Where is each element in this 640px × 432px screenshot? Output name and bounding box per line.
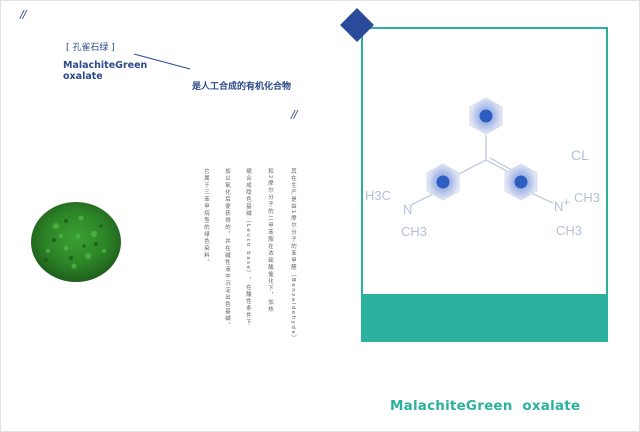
cn-name-label: [ 孔雀石绿 ]: [66, 43, 115, 53]
positive-charge-label: +: [563, 195, 570, 209]
body-text-column: 其在生产是由1摩尔分子的苯甲醛（Benzaldehyde）: [290, 168, 296, 343]
ch3-right-top-label: CH3: [574, 190, 600, 205]
slash-mark: //: [20, 8, 27, 21]
slash-mark: //: [291, 108, 298, 121]
english-name-title: MalachiteGreen oxalate: [63, 60, 148, 82]
amine-n-left-label: N: [403, 202, 412, 217]
ch3-right-bottom-label: CH3: [556, 223, 582, 238]
benzene-ring-right: [504, 163, 538, 201]
teal-band: [361, 294, 608, 342]
body-text-column: 和2摩尔分子的二甲苯胺在浓硫酸催化下，加热: [267, 168, 273, 314]
benzene-ring-top: [469, 97, 503, 135]
body-text-column: 缩合成隐色基碱（Leuco base），在酸性条件下: [245, 168, 251, 327]
molecule-structure: CL H3C N CH3 N + CH3 CH3: [365, 97, 600, 239]
body-text-column: 它属于三苯甲烷型的绿色染料。: [203, 168, 209, 266]
ch3-left-label: CH3: [401, 224, 427, 239]
footer-title: MalachiteGreen oxalate: [390, 398, 581, 414]
chloride-label: CL: [571, 147, 589, 163]
body-text-column: 加以氧化后便获得的，并在碱性液中沉淀出色基碱。: [224, 168, 230, 329]
amine-n-right-label: N: [554, 199, 563, 214]
description-subtitle: 是人工合成的有机化合物: [192, 82, 292, 92]
h3c-label: H3C: [365, 188, 391, 203]
malachite-powder-image: [31, 202, 121, 282]
benzene-ring-left: [426, 163, 460, 201]
